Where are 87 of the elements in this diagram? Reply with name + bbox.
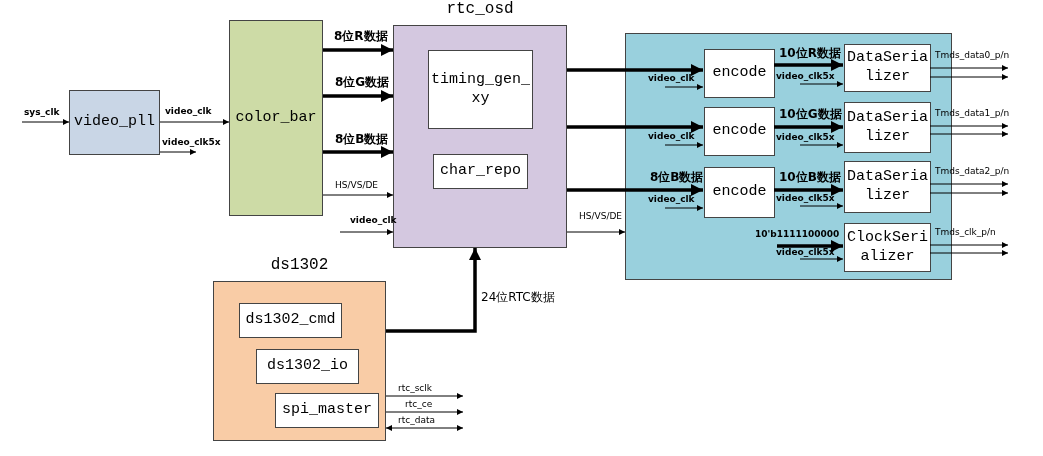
edge-label: HS/VS/DE — [579, 212, 623, 221]
arrow — [567, 64, 703, 76]
module-box — [428, 50, 533, 129]
arrow — [799, 142, 844, 148]
module-box — [229, 20, 323, 216]
arrow — [385, 393, 464, 399]
module-name: ds1302_cmd — [245, 311, 336, 330]
arrow — [929, 74, 1009, 80]
module-name: encode — [712, 64, 767, 83]
arrow — [929, 181, 1009, 187]
module-name: char_repo — [440, 162, 521, 181]
module-box — [256, 349, 359, 384]
arrow — [339, 229, 394, 235]
edge-label: video_clk5x — [776, 72, 835, 81]
module-box — [844, 102, 931, 153]
arrow — [774, 59, 843, 71]
arrow — [664, 205, 704, 211]
edge-label: video_clk — [165, 107, 212, 116]
edge-label: 10位R数据 — [779, 47, 841, 59]
edge-label: video_clk — [648, 132, 695, 141]
arrow — [799, 256, 844, 262]
edge-label: rtc_sclk — [398, 384, 433, 393]
arrow — [664, 142, 704, 148]
edge-label: rtc_data — [398, 416, 435, 425]
module-box — [69, 90, 160, 155]
edge-label: 10位B数据 — [779, 171, 841, 183]
module-box — [239, 303, 342, 338]
edge-label: video_clk5x — [776, 248, 835, 257]
arrow — [774, 184, 843, 196]
module-title: ds1302 — [269, 256, 330, 274]
module-title: rtc_osd — [445, 0, 515, 18]
arrow — [323, 90, 393, 102]
arrow — [385, 425, 464, 431]
module-box — [704, 167, 775, 218]
arrow — [799, 203, 844, 209]
module-box — [844, 161, 931, 213]
arrow — [322, 192, 394, 198]
arrow — [929, 242, 1009, 248]
edge-label: 10位G数据 — [779, 108, 842, 120]
edge-label: video_clk — [648, 195, 695, 204]
arrow — [159, 119, 230, 125]
arrow — [323, 44, 393, 56]
module-box — [275, 393, 379, 428]
edge-label: rtc_ce — [405, 400, 433, 409]
module-name: DataSerializer — [846, 108, 929, 147]
arrow — [799, 81, 844, 87]
arrow — [929, 65, 1009, 71]
edge-label: 8位B数据 — [650, 171, 704, 183]
arrow — [774, 121, 843, 133]
module-box — [704, 49, 775, 98]
module-name: color_bar — [235, 108, 317, 128]
edge-label: sys_clk — [24, 108, 60, 117]
module-name: video_pll — [74, 113, 155, 132]
module-name: ds1302_io — [267, 357, 348, 376]
module-name: DataSerializer — [846, 49, 929, 87]
arrow — [777, 240, 843, 252]
arrow — [929, 250, 1009, 256]
arrow — [159, 149, 197, 155]
arrow — [21, 119, 70, 125]
module-name: DataSerializer — [846, 168, 929, 206]
module-name: ClockSerializer — [846, 228, 929, 267]
edge-label: video_clk5x — [776, 133, 835, 142]
arrow — [566, 229, 626, 235]
edge-label: 8位R数据 — [334, 30, 388, 42]
edge-label: 8位B数据 — [335, 133, 389, 145]
arrow — [664, 84, 704, 90]
edge-label: HS/VS/DE — [335, 181, 379, 190]
module-name: encode — [712, 122, 767, 141]
arrow — [323, 146, 393, 158]
module-name: encode — [712, 183, 767, 202]
edge-label: 24位RTC数据 — [481, 291, 555, 303]
module-box — [433, 154, 528, 189]
arrow — [385, 409, 464, 415]
arrow — [567, 184, 703, 196]
module-name: timing_gen_xy — [430, 70, 531, 109]
arrow — [386, 248, 481, 333]
arrow — [929, 131, 1009, 137]
module-name: spi_master — [282, 401, 372, 420]
edge-label: 8位G数据 — [335, 76, 390, 88]
edge-label: video_clk5x — [162, 138, 221, 147]
edge-label: video_clk5x — [776, 194, 835, 203]
arrow — [929, 190, 1009, 196]
edge-label: video_clk — [648, 74, 695, 83]
edge-label: 10'b1111100000 — [755, 230, 840, 239]
arrow — [929, 123, 1009, 129]
module-box — [704, 107, 775, 156]
arrow — [567, 121, 703, 133]
